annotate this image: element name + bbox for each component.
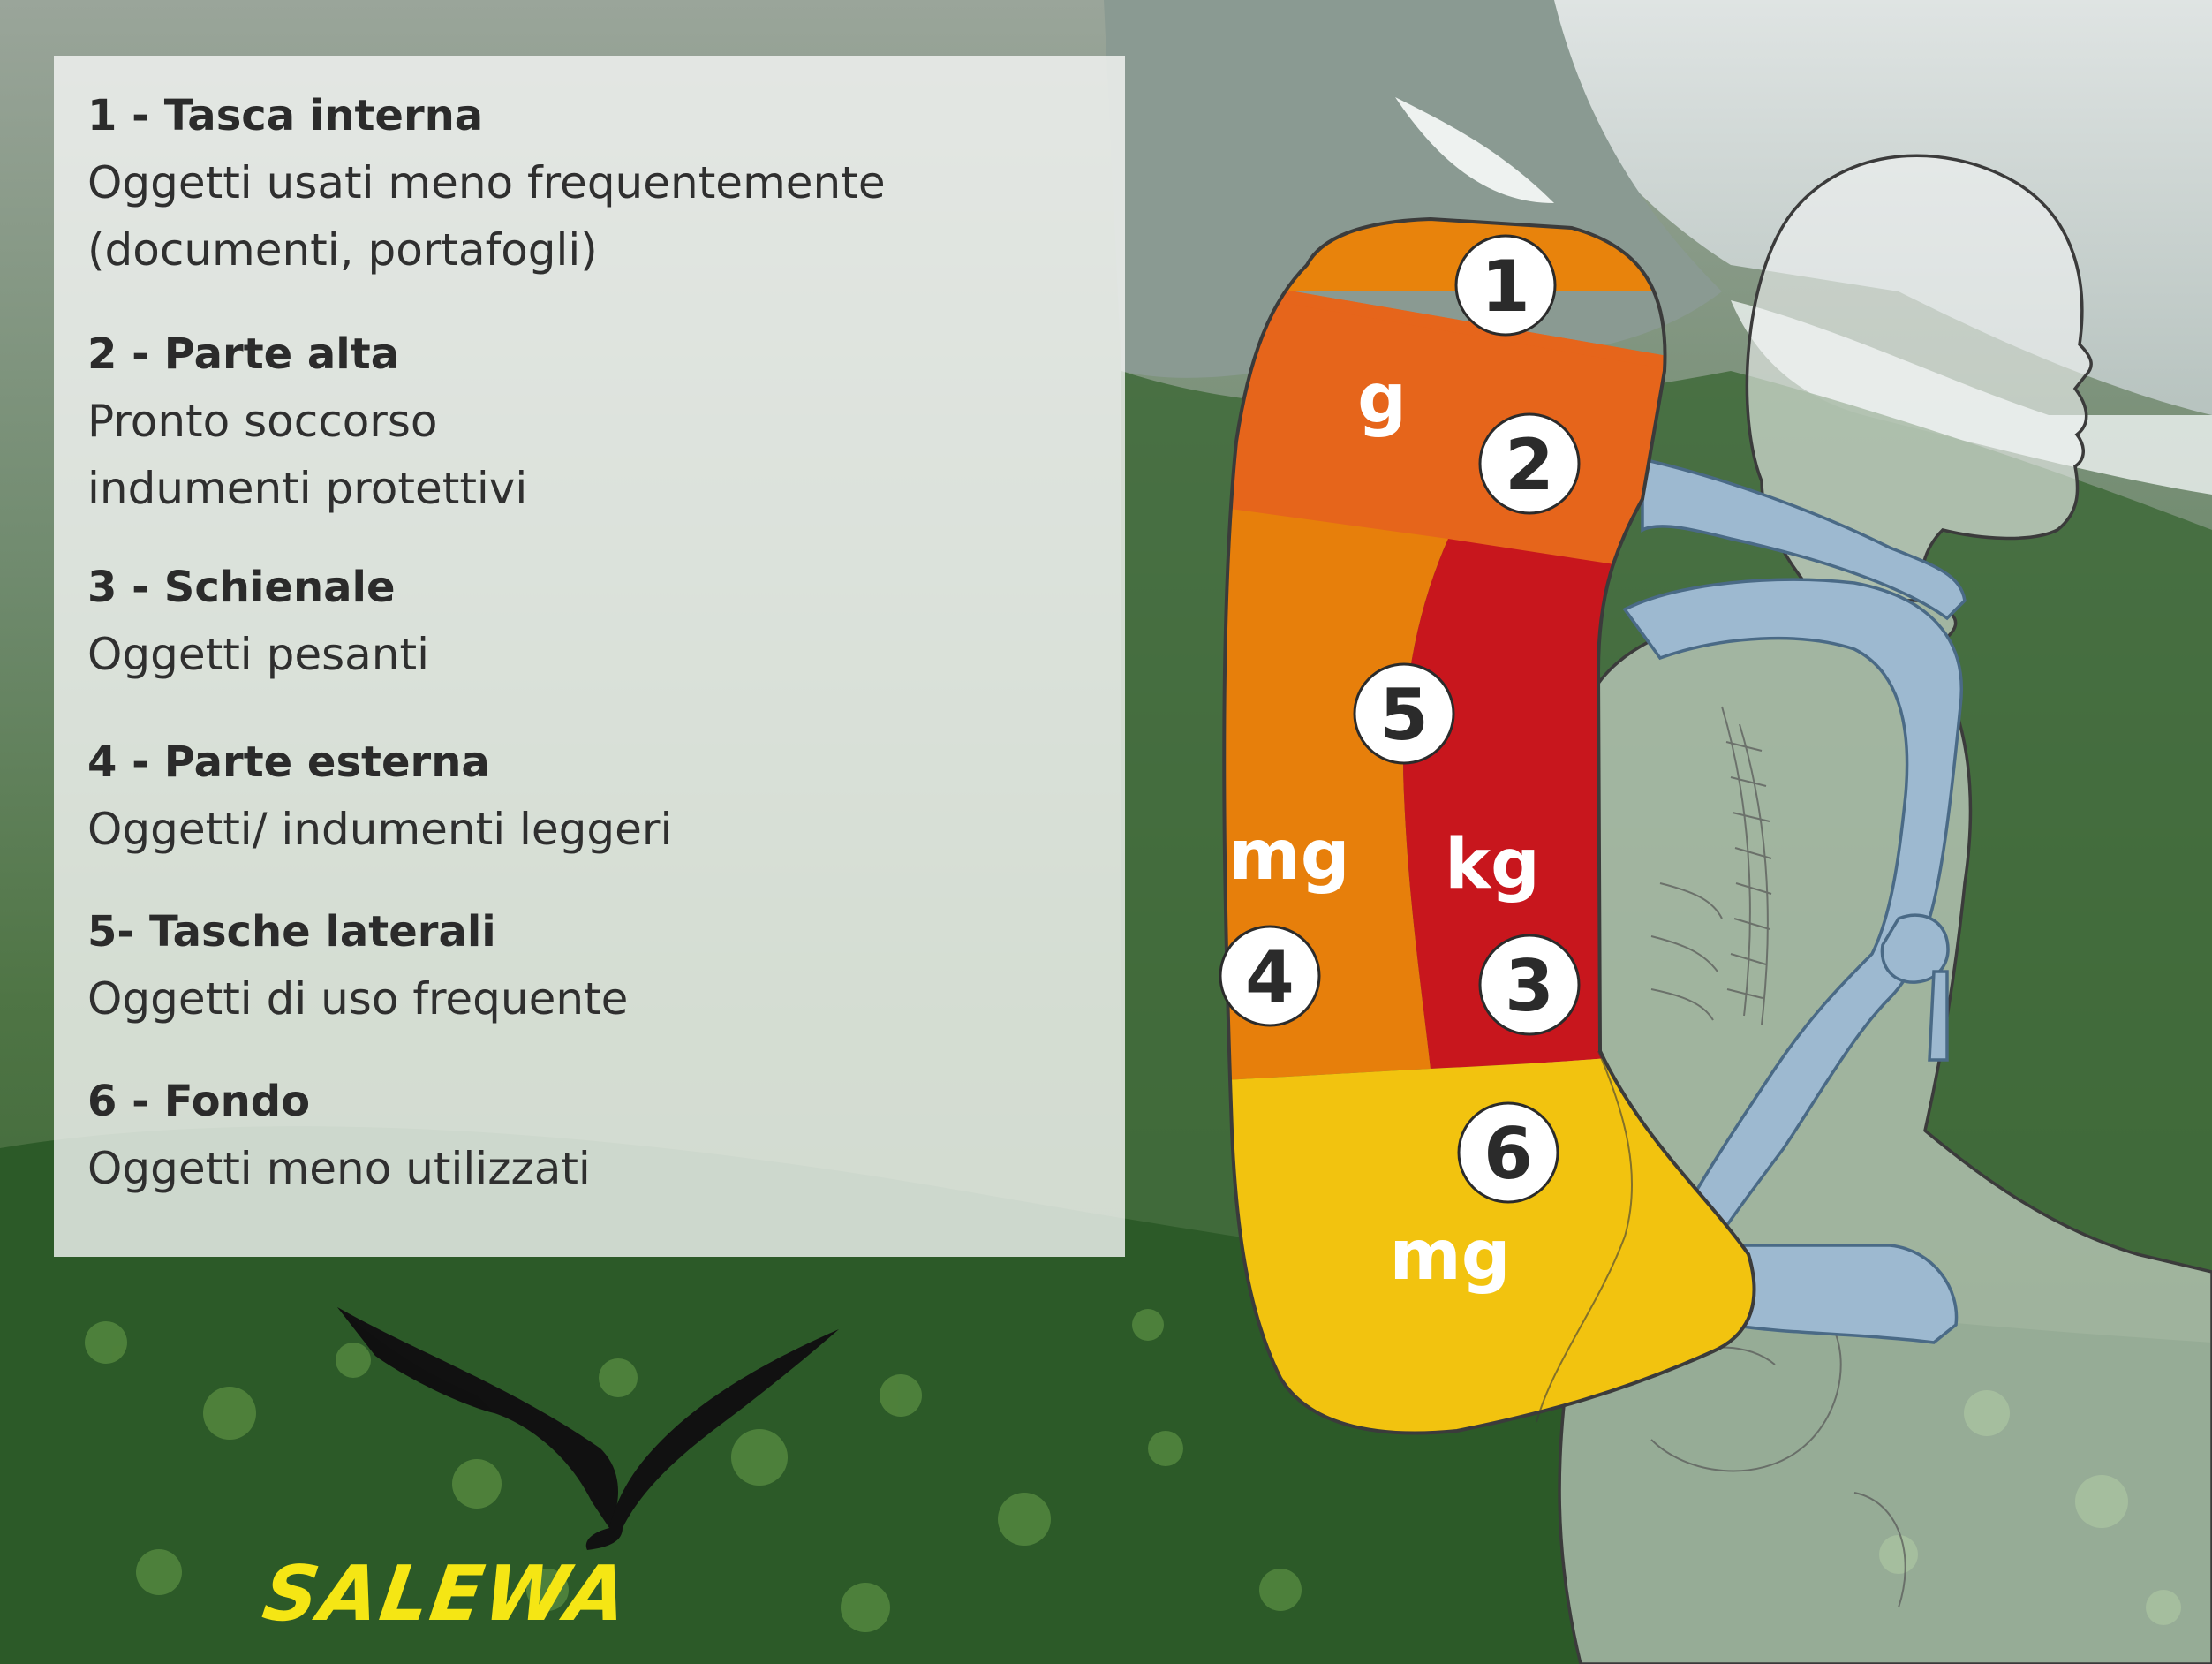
legend-entry-description: Oggetti meno utilizzati [87,1143,591,1194]
legend-entry-description: Oggetti di uso frequente [87,973,629,1025]
legend-entry-description: Oggetti usati meno frequentemente [87,157,886,208]
weight-label-bottom: mg [1389,1216,1510,1296]
badge-1: 1 [1454,234,1557,337]
legend-entry-description: (documenti, portafogli) [87,224,598,276]
zone-weight-labels: g mg kg mg [1228,359,1539,1296]
legend-entry-title: 5- Tasche laterali [87,907,496,957]
zone-2-top-upper-band [1224,274,1678,371]
zone-number-badges: 1 2 5 4 3 6 [1219,234,1581,1204]
legend-entry-title: 4 - Parte esterna [87,737,490,787]
legend-entry-title: 3 - Schienale [87,563,396,612]
badge-2: 2 [1478,412,1581,515]
badge-3-label: 3 [1505,945,1554,1027]
badge-3: 3 [1478,934,1581,1036]
salewa-logo-wordmark: SALEWA [257,1550,635,1638]
background-snow-patch [1395,97,1554,203]
legend-entry-title: 1 - Tasca interna [87,91,484,140]
strap-tail [1928,970,1949,1062]
badge-6: 6 [1457,1101,1559,1204]
badge-4-label: 4 [1245,936,1295,1018]
weight-label-top: g [1357,359,1407,439]
badge-5: 5 [1353,662,1455,765]
badge-1-label: 1 [1481,246,1530,328]
weight-label-back: kg [1445,825,1540,904]
shoulder-strap [1622,578,1963,1248]
legend-entry-description: Pronto soccorso [87,396,438,447]
legend-entry-description: indumenti protettivi [87,463,528,514]
legend-entry-title: 2 - Parte alta [87,329,400,379]
legend-entry-description: Oggetti pesanti [87,629,429,680]
badge-5-label: 5 [1379,674,1429,756]
backpack-outline [1222,216,1756,1435]
salewa-eagle-icon [337,1307,839,1550]
hip-belt [1711,1244,1959,1344]
weight-label-outer: mg [1228,816,1349,896]
badge-2-label: 2 [1505,424,1554,506]
hiker-head [1745,154,2093,602]
legend-entry-title: 6 - Fondo [87,1077,311,1126]
legend-entry-description: Oggetti/ indumenti leggeri [87,804,673,855]
background-vegetation-dots [85,1309,2181,1632]
backpack-straps [1622,457,1967,1344]
upper-load-lifter [1641,457,1967,621]
badge-4: 4 [1219,925,1321,1027]
badge-6-label: 6 [1483,1113,1533,1195]
backpack-back-seam [1536,1050,1634,1423]
